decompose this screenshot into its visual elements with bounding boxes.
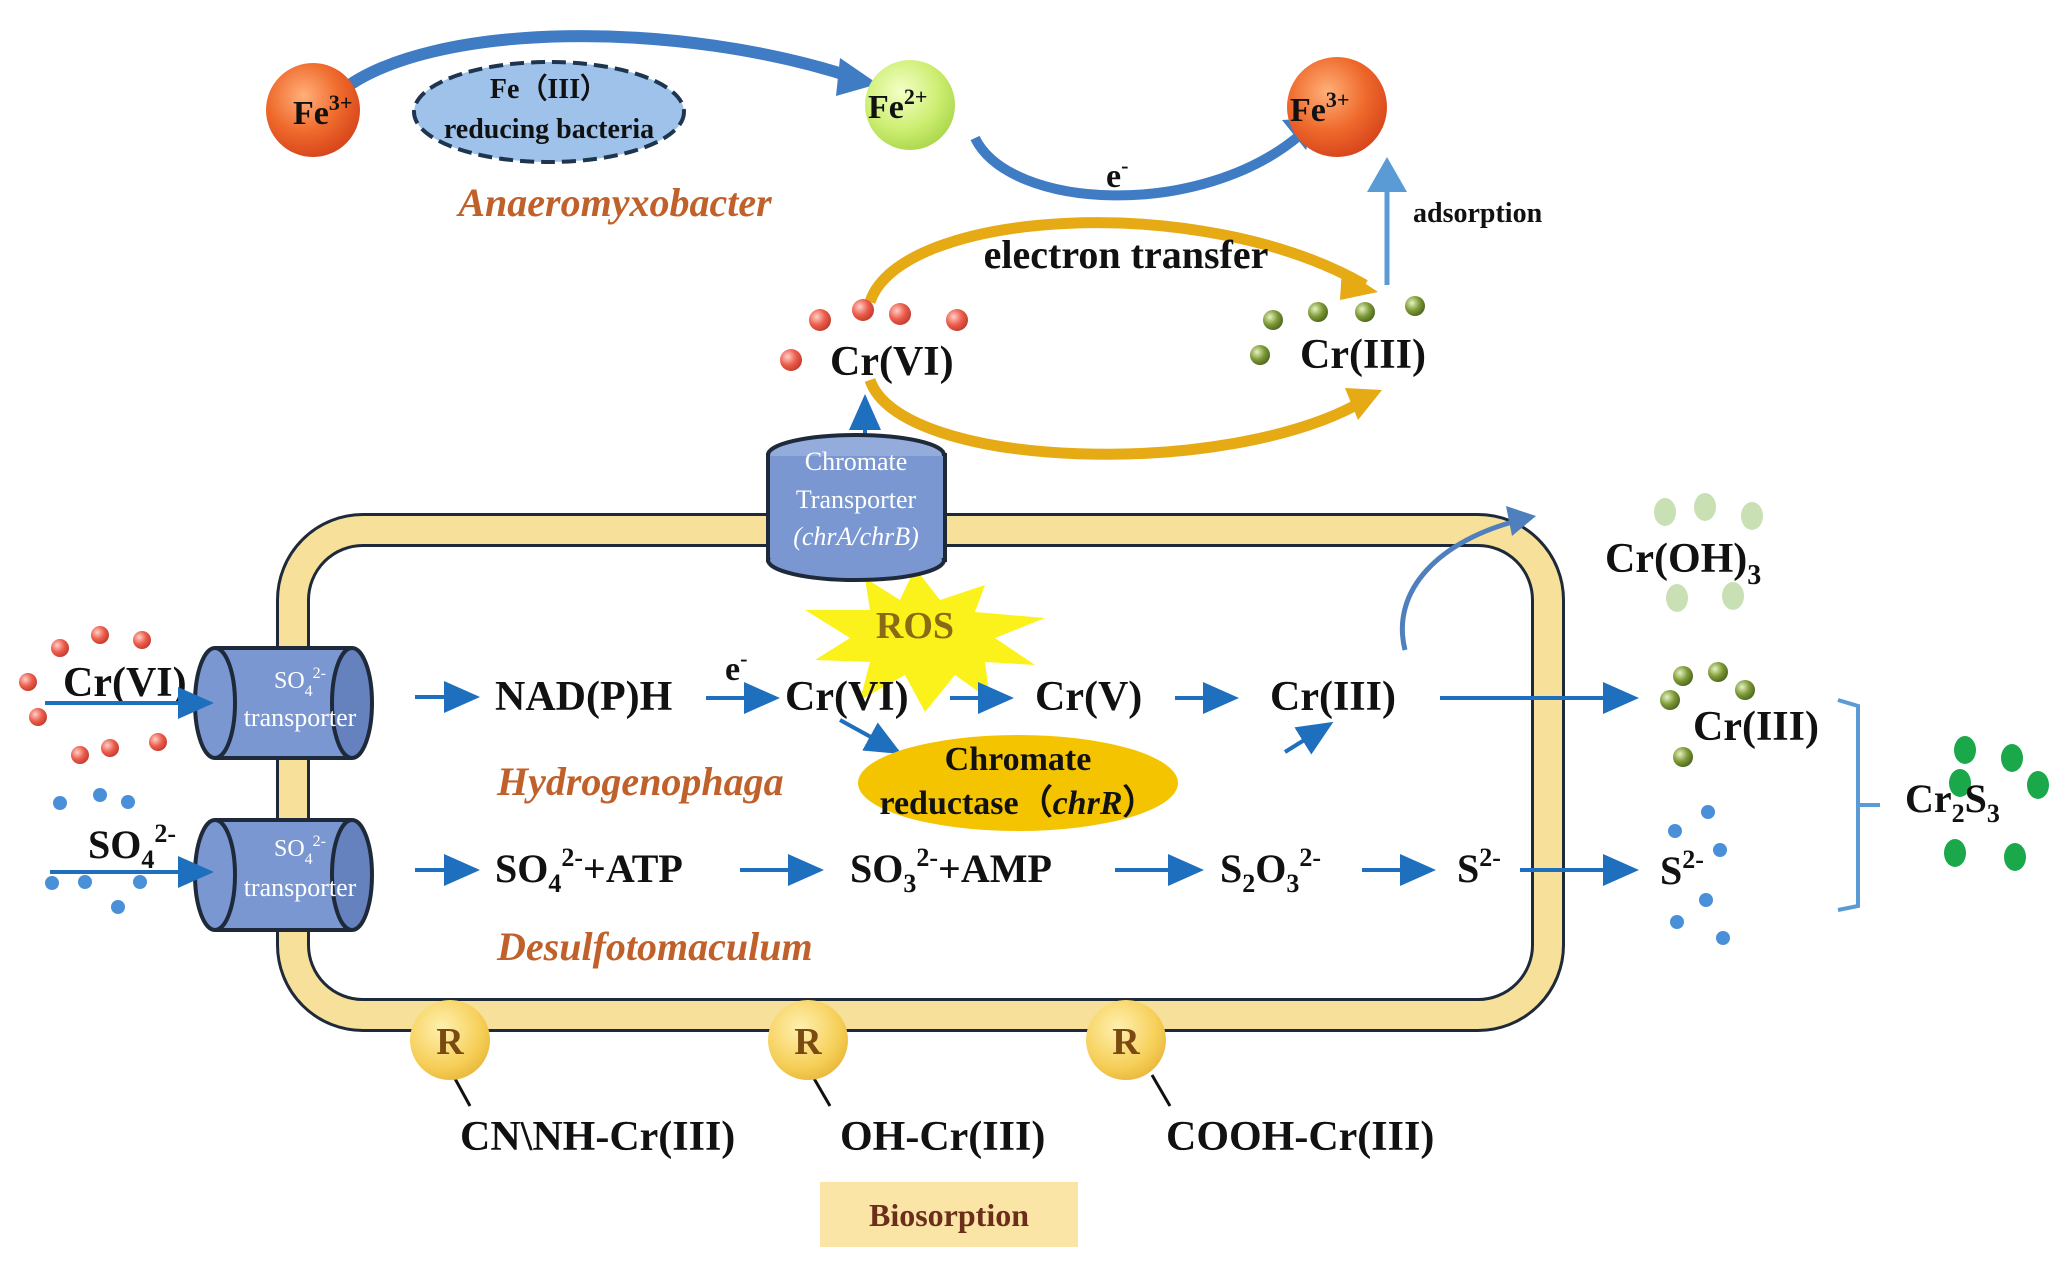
so4-transporter-lower: SO42- transporter xyxy=(193,818,374,932)
so4-transporter-upper: SO42- transporter xyxy=(193,646,374,760)
fe-oxidation-arrow xyxy=(970,131,1304,201)
biosorption-group-1: CN\NH-Cr(III) xyxy=(460,1114,735,1160)
sulfate-step-4: S2- xyxy=(1457,843,1501,891)
cr3-top-label: Cr(III) xyxy=(1300,332,1426,378)
cr3-dots-top xyxy=(1250,296,1425,365)
so4-transporter-upper-word: transporter xyxy=(244,703,357,732)
fe3-right-ball xyxy=(1287,57,1387,157)
cr3-dots-outside xyxy=(1660,662,1755,767)
sulfate-step-2: SO32-+AMP xyxy=(850,843,1052,898)
cr2s3-dots xyxy=(1944,736,2049,871)
biosorption-site-3: R COOH-Cr(III) xyxy=(1086,1000,1434,1160)
cr2s3-label: Cr2S3 xyxy=(1905,776,2000,828)
r-label-2: R xyxy=(794,1021,822,1063)
fe3-right-label: Fe3+ xyxy=(1290,87,1349,129)
fe-reducing-bacteria-ellipse xyxy=(412,60,686,164)
biosorption-box xyxy=(820,1182,1078,1247)
so4-outside-label: SO42- xyxy=(88,819,176,874)
chromate-pathway: NAD(P)H e- Cr(VI) Cr(V) Cr(III) Chromate… xyxy=(415,506,1639,831)
so4-dots-outside xyxy=(45,788,147,914)
biosorption-site-2: R OH-Cr(III) xyxy=(768,1000,1045,1160)
nadph-electron-label: e- xyxy=(725,646,747,688)
cr5-label: Cr(V) xyxy=(1035,674,1142,720)
iron-reduction-arrow xyxy=(336,30,857,97)
transporter-line2: Transporter xyxy=(796,485,917,514)
cr6-inside-label: Cr(VI) xyxy=(785,674,909,720)
transporter-line1: Chromate xyxy=(805,447,908,476)
croh3-dots xyxy=(1654,493,1763,612)
anaeromyxobacter-label: Anaeromyxobacter xyxy=(455,180,772,225)
bacteria-label-line1: Fe（III） xyxy=(490,72,608,105)
electron-transfer-label: electron transfer xyxy=(984,232,1269,277)
biosorption-group-3: COOH-Cr(III) xyxy=(1166,1114,1434,1160)
cr3-export-arrow xyxy=(1399,517,1521,651)
ros-starburst xyxy=(805,568,1045,712)
r-label-3: R xyxy=(1112,1021,1140,1063)
cr6-outside-label: Cr(VI) xyxy=(63,660,187,706)
cr3-outside-label: Cr(III) xyxy=(1693,704,1819,750)
biosorption-group-2: OH-Cr(III) xyxy=(840,1114,1045,1160)
fe2-ball xyxy=(865,60,955,150)
cr6-dots-outside xyxy=(19,626,167,764)
gold-arrow-top xyxy=(864,217,1368,305)
sulfate-step-1: SO42-+ATP xyxy=(495,843,683,898)
reductase-line1: Chromate xyxy=(945,741,1092,778)
fe2-label: Fe2+ xyxy=(868,84,927,126)
croh3-label: Cr(OH)3 xyxy=(1605,536,1761,591)
so4-transporter-upper-formula: SO42- xyxy=(274,665,326,700)
so4-transporter-lower-word: transporter xyxy=(244,873,357,902)
hydrogenophaga-label: Hydrogenophaga xyxy=(496,759,784,804)
reductase-line2: reductase（chrR） xyxy=(879,783,1156,822)
desulfotomaculum-label: Desulfotomaculum xyxy=(496,924,813,969)
cr6-top-label: Cr(VI) xyxy=(830,339,954,385)
electron-label: e- xyxy=(1106,153,1128,195)
nadph-label: NAD(P)H xyxy=(495,674,672,720)
biosorption-site-1: R CN\NH-Cr(III) xyxy=(410,1000,735,1160)
electron-transfer-loop: electron transfer Cr(VI) Cr(III) xyxy=(780,217,1426,460)
bacteria-label-line2: reducing bacteria xyxy=(444,114,654,145)
s2-dots-outside xyxy=(1668,805,1730,945)
r-label-1: R xyxy=(436,1021,464,1063)
chromate-reductase-ellipse xyxy=(858,735,1178,831)
fe3-left-ball xyxy=(266,63,360,157)
adsorption-label: adsorption xyxy=(1413,198,1543,229)
so4-transporter-lower-formula: SO42- xyxy=(274,833,326,868)
cr3-inside-label: Cr(III) xyxy=(1270,674,1396,720)
fe3-left-label: Fe3+ xyxy=(293,90,352,132)
ros-label: ROS xyxy=(876,605,954,647)
s2-outside-label: S2- xyxy=(1660,845,1704,893)
transporter-line3: (chrA/chrB) xyxy=(793,522,919,551)
bracket xyxy=(1837,698,1860,912)
sulfate-pathway: SO42-+ATP SO32-+AMP S2O32- S2- xyxy=(415,843,1639,898)
chromate-transporter: Chromate Transporter (chrA/chrB) xyxy=(766,433,947,582)
biosorption-title: Biosorption xyxy=(869,1197,1029,1233)
sulfate-step-3: S2O32- xyxy=(1220,843,1321,898)
iron-cycle: Fe（III） reducing bacteria Fe3+ Fe2+ Anae… xyxy=(266,30,1543,285)
cr6-dots-top xyxy=(780,299,968,371)
gold-arrow-bottom xyxy=(864,377,1368,460)
